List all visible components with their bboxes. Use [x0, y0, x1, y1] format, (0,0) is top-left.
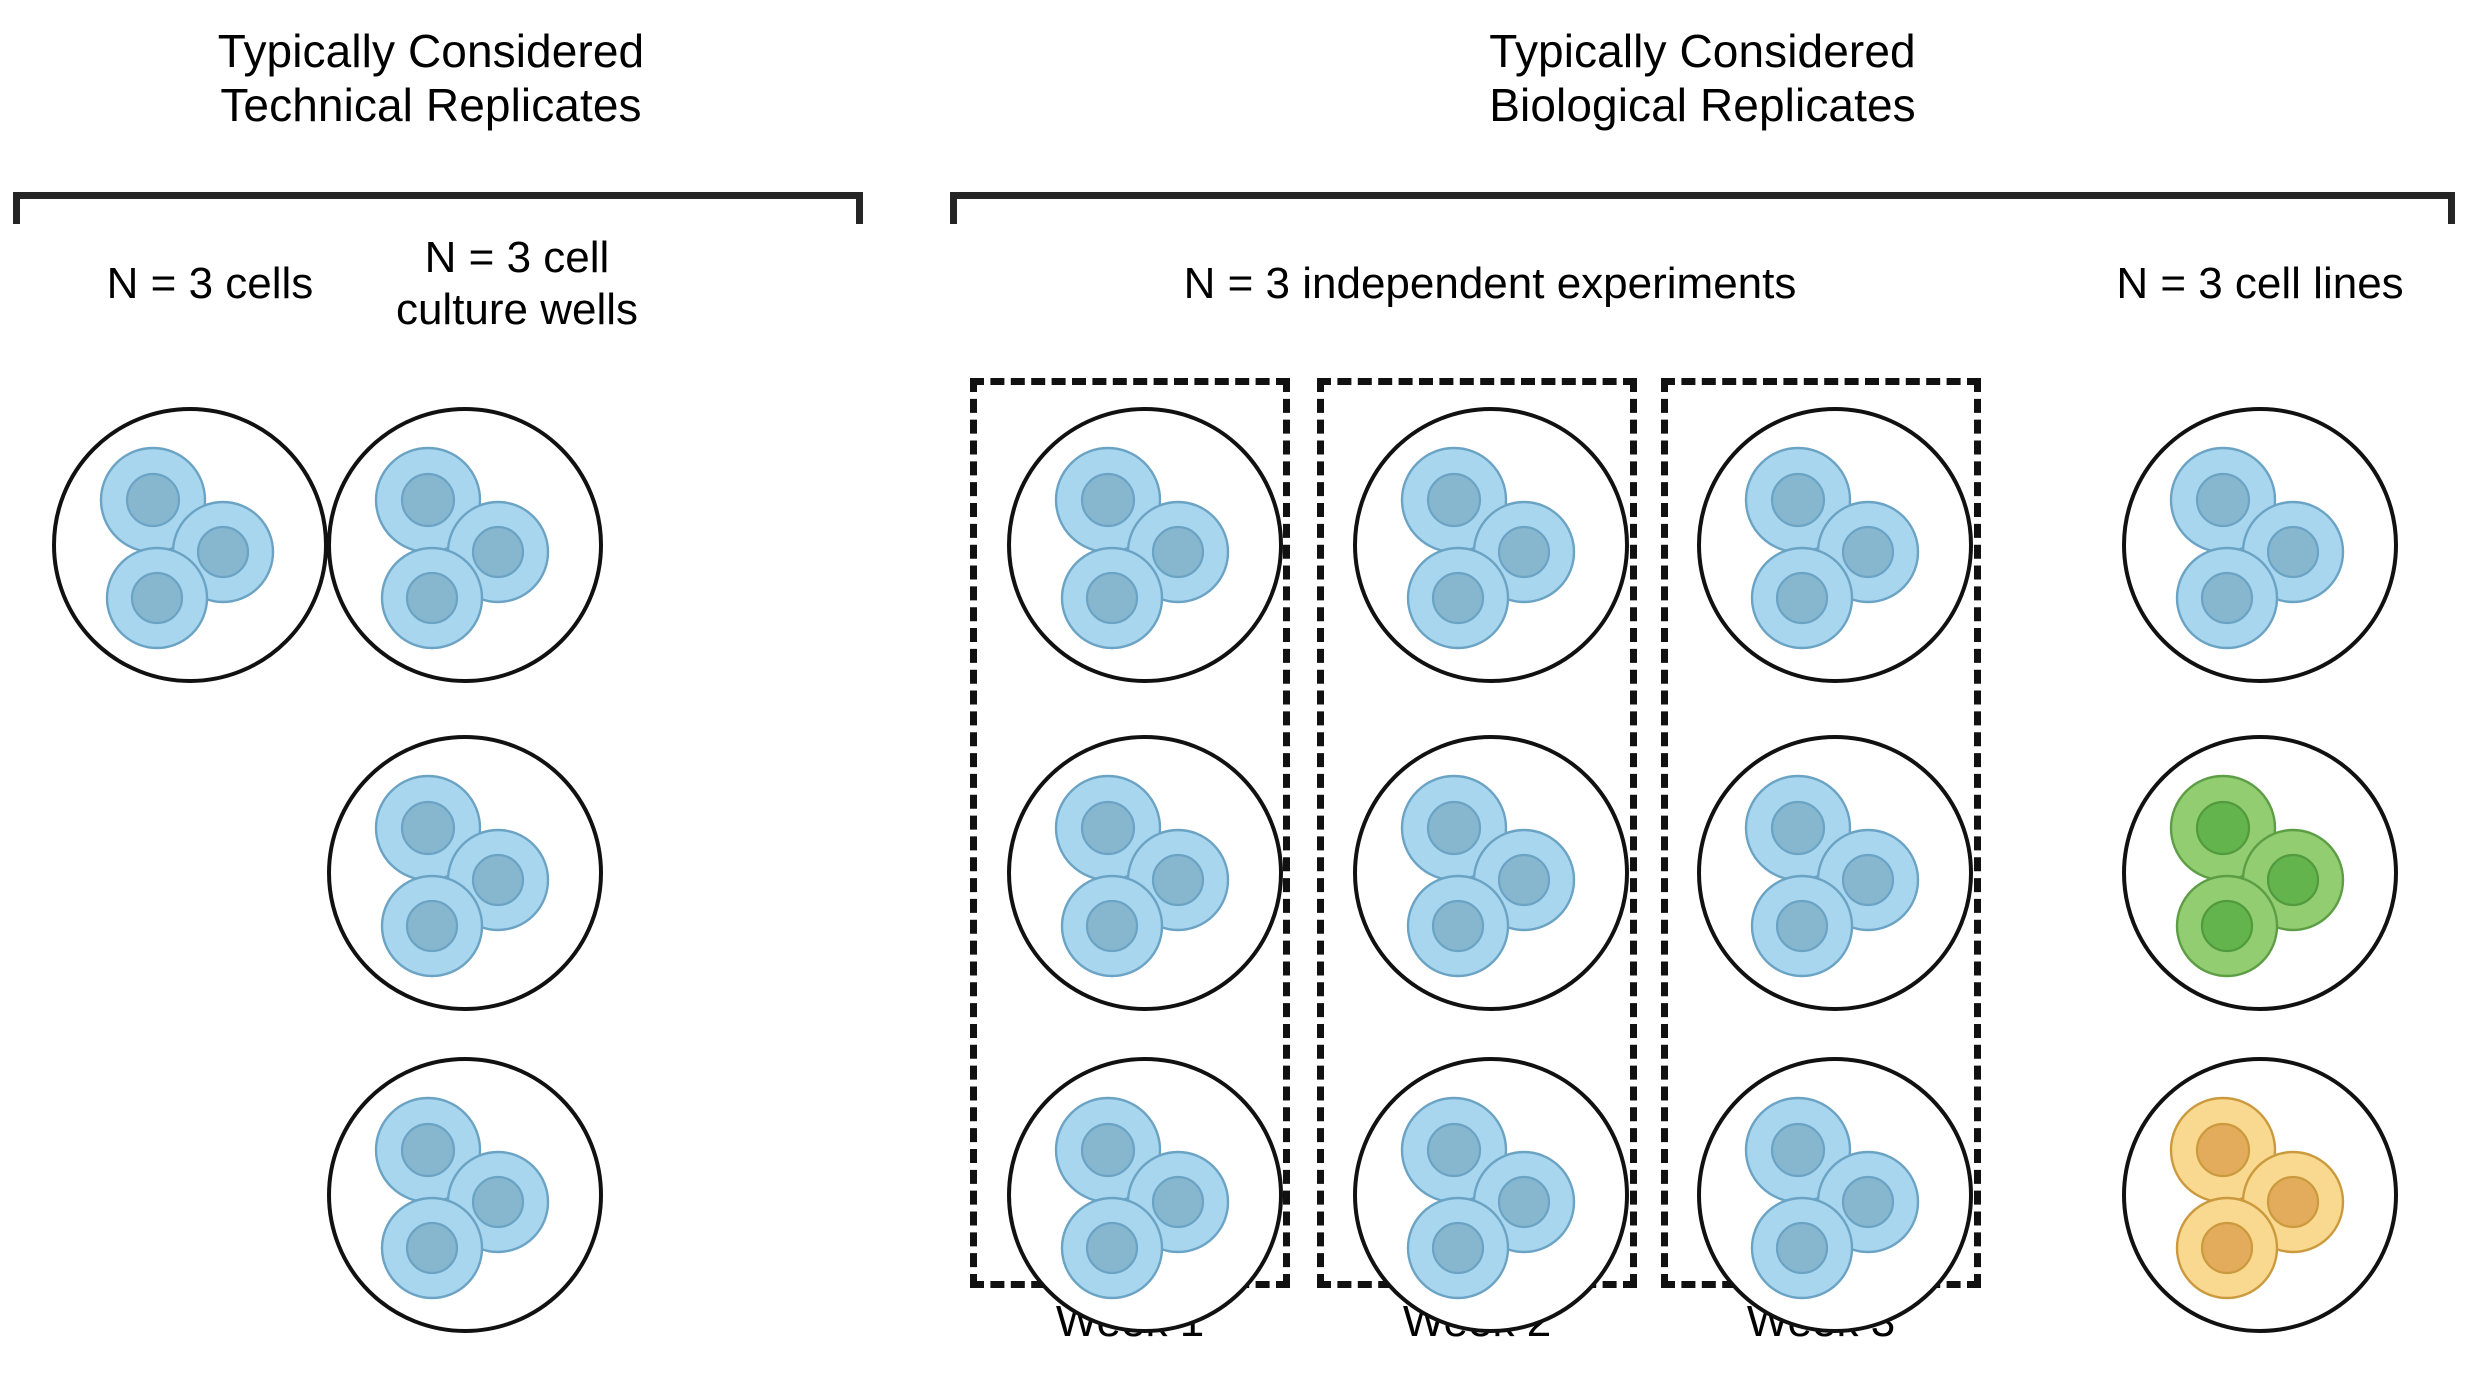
well-week-1-1	[1000, 400, 1290, 690]
cell-nucleus-1	[400, 1122, 456, 1178]
cell-nucleus-1	[1770, 472, 1826, 528]
section-title-biological-replicates: Typically Considered Biological Replicat…	[1489, 25, 1916, 132]
cell-nucleus-2	[1497, 1175, 1551, 1229]
cell-nucleus-2	[471, 853, 525, 907]
cell-nucleus-2	[1841, 1175, 1895, 1229]
cell-nucleus-3	[1085, 571, 1139, 625]
cell-nucleus-3	[1775, 571, 1829, 625]
cell-nucleus-3	[1431, 899, 1485, 953]
well-cell-line-2	[2115, 728, 2405, 1018]
cell-nucleus-3	[1085, 899, 1139, 953]
cell-nucleus-3	[405, 899, 459, 953]
section-title-technical-replicates: Typically Considered Technical Replicate…	[217, 25, 645, 132]
cell-nucleus-3	[1431, 571, 1485, 625]
cell-nucleus-2	[1151, 525, 1205, 579]
cell-nucleus-3	[1085, 1221, 1139, 1275]
well-week-3-2	[1690, 728, 1980, 1018]
cell-nucleus-2	[2266, 1175, 2320, 1229]
bracket-technical-replicates	[13, 192, 863, 224]
cell-nucleus-3	[1775, 899, 1829, 953]
cell-nucleus-1	[400, 800, 456, 856]
well-week-3-1	[1690, 400, 1980, 690]
cell-nucleus-3	[1431, 1221, 1485, 1275]
cell-nucleus-2	[1151, 1175, 1205, 1229]
cell-nucleus-1	[1080, 1122, 1136, 1178]
cell-nucleus-1	[125, 472, 181, 528]
cell-nucleus-1	[1426, 800, 1482, 856]
cell-nucleus-2	[1151, 853, 1205, 907]
cell-nucleus-2	[1841, 853, 1895, 907]
cell-nucleus-1	[1770, 800, 1826, 856]
well-culture-1	[320, 400, 610, 690]
cell-nucleus-2	[1497, 525, 1551, 579]
cell-nucleus-2	[2266, 525, 2320, 579]
well-week-3-3	[1690, 1050, 1980, 1340]
well-culture-3	[320, 1050, 610, 1340]
caption-n-cell-lines: N = 3 cell lines	[2116, 259, 2404, 308]
caption-n-independent-experiments: N = 3 independent experiments	[1183, 259, 1797, 308]
cell-nucleus-3	[405, 571, 459, 625]
cell-nucleus-3	[130, 571, 184, 625]
well-week-1-2	[1000, 728, 1290, 1018]
well-week-2-2	[1346, 728, 1636, 1018]
cell-nucleus-1	[1770, 1122, 1826, 1178]
well-technical-cells	[45, 400, 335, 690]
cell-nucleus-2	[1841, 525, 1895, 579]
bracket-biological-replicates	[950, 192, 2455, 224]
cell-nucleus-1	[1080, 472, 1136, 528]
cell-nucleus-3	[2200, 899, 2254, 953]
cell-nucleus-2	[196, 525, 250, 579]
well-cell-line-1	[2115, 400, 2405, 690]
cell-nucleus-1	[1080, 800, 1136, 856]
cell-nucleus-1	[2195, 1122, 2251, 1178]
cell-nucleus-1	[1426, 472, 1482, 528]
cell-nucleus-3	[2200, 1221, 2254, 1275]
cell-nucleus-2	[2266, 853, 2320, 907]
cell-nucleus-3	[2200, 571, 2254, 625]
cell-nucleus-1	[2195, 472, 2251, 528]
cell-nucleus-1	[2195, 800, 2251, 856]
well-week-2-3	[1346, 1050, 1636, 1340]
cell-nucleus-2	[471, 1175, 525, 1229]
caption-n-cell-culture-wells: N = 3 cell culture wells	[395, 233, 639, 334]
well-week-1-3	[1000, 1050, 1290, 1340]
well-cell-line-3	[2115, 1050, 2405, 1340]
cell-nucleus-3	[1775, 1221, 1829, 1275]
cell-nucleus-1	[400, 472, 456, 528]
cell-nucleus-1	[1426, 1122, 1482, 1178]
cell-nucleus-2	[471, 525, 525, 579]
cell-nucleus-2	[1497, 853, 1551, 907]
well-week-2-1	[1346, 400, 1636, 690]
cell-nucleus-3	[405, 1221, 459, 1275]
well-culture-2	[320, 728, 610, 1018]
caption-n-cells: N = 3 cells	[106, 259, 314, 308]
